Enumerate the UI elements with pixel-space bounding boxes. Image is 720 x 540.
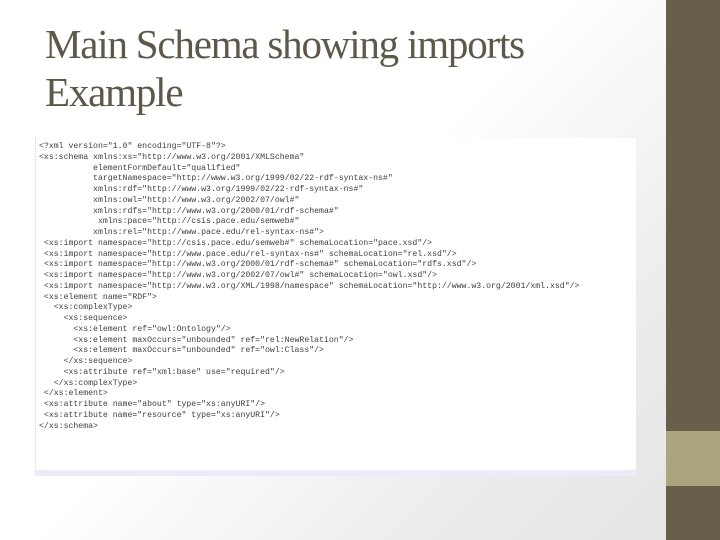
code-line: <xs:sequence> bbox=[39, 314, 128, 323]
code-line: <xs:complexType> bbox=[39, 303, 133, 313]
code-line: <xs:element maxOccurs="unbounded" ref="r… bbox=[39, 335, 354, 345]
code-line: xmlns:rdfs="http://www.w3.org/2000/01/rd… bbox=[39, 206, 339, 216]
code-line: xmlns:rdf="http://www.w3.org/1999/02/22-… bbox=[39, 185, 364, 194]
code-line: </xs:element> bbox=[39, 389, 108, 399]
code-line: </xs:sequence> bbox=[39, 357, 133, 366]
decorative-side-accent bbox=[666, 431, 720, 486]
title-line-2: Example bbox=[45, 69, 184, 115]
title-line-1: Main Schema showing imports bbox=[45, 21, 525, 67]
code-line: </xs:complexType> bbox=[39, 378, 138, 388]
xml-code-screenshot: <?xml version="1.0" encoding="UTF-8"?><x… bbox=[35, 138, 636, 476]
code-line: xmlns:owl="http://www.w3.org/2002/07/owl… bbox=[39, 195, 300, 205]
code-line: <xs:attribute name="resource" type="xs:a… bbox=[39, 410, 280, 420]
code-line: targetNamespace="http://www.w3.org/1999/… bbox=[39, 174, 393, 184]
code-line: <xs:import namespace="http://www.pace.ed… bbox=[39, 249, 457, 259]
code-line: <xs:attribute name="about" type="xs:anyU… bbox=[39, 400, 266, 409]
code-line: </xs:schema> bbox=[39, 421, 98, 431]
code-line: <xs:import namespace="http://www.w3.org/… bbox=[39, 271, 437, 280]
code-line: <xs:import namespace="http://www.w3.org/… bbox=[39, 260, 477, 270]
code-line: <xs:attribute ref="xml:base" use="requir… bbox=[39, 367, 285, 377]
code-line: <xs:element maxOccurs="unbounded" ref="o… bbox=[39, 346, 324, 356]
code-line: elementFormDefault="qualified" bbox=[39, 163, 241, 173]
code-line: <xs:element name="RDF"> bbox=[39, 292, 157, 302]
code-line: <xs:element ref="owl:Ontology"/> bbox=[39, 324, 231, 334]
code-line: <xs:import namespace="http://www.w3.org/… bbox=[39, 281, 580, 291]
code-line: xmlns:pace="http://csis.pace.edu/semweb#… bbox=[39, 217, 300, 227]
code-line: <?xml version="1.0" encoding="UTF-8"?> bbox=[39, 142, 226, 151]
code-line: <xs:schema xmlns:xs="http://www.w3.org/2… bbox=[39, 152, 305, 162]
code-line: xmlns:rel="http://www.pace.edu/rel-synta… bbox=[39, 228, 324, 237]
xml-code-block: <?xml version="1.0" encoding="UTF-8"?><x… bbox=[39, 142, 579, 432]
code-line: <xs:import namespace="http://csis.pace.e… bbox=[39, 238, 433, 248]
slide-title: Main Schema showing imports Example bbox=[45, 20, 645, 116]
